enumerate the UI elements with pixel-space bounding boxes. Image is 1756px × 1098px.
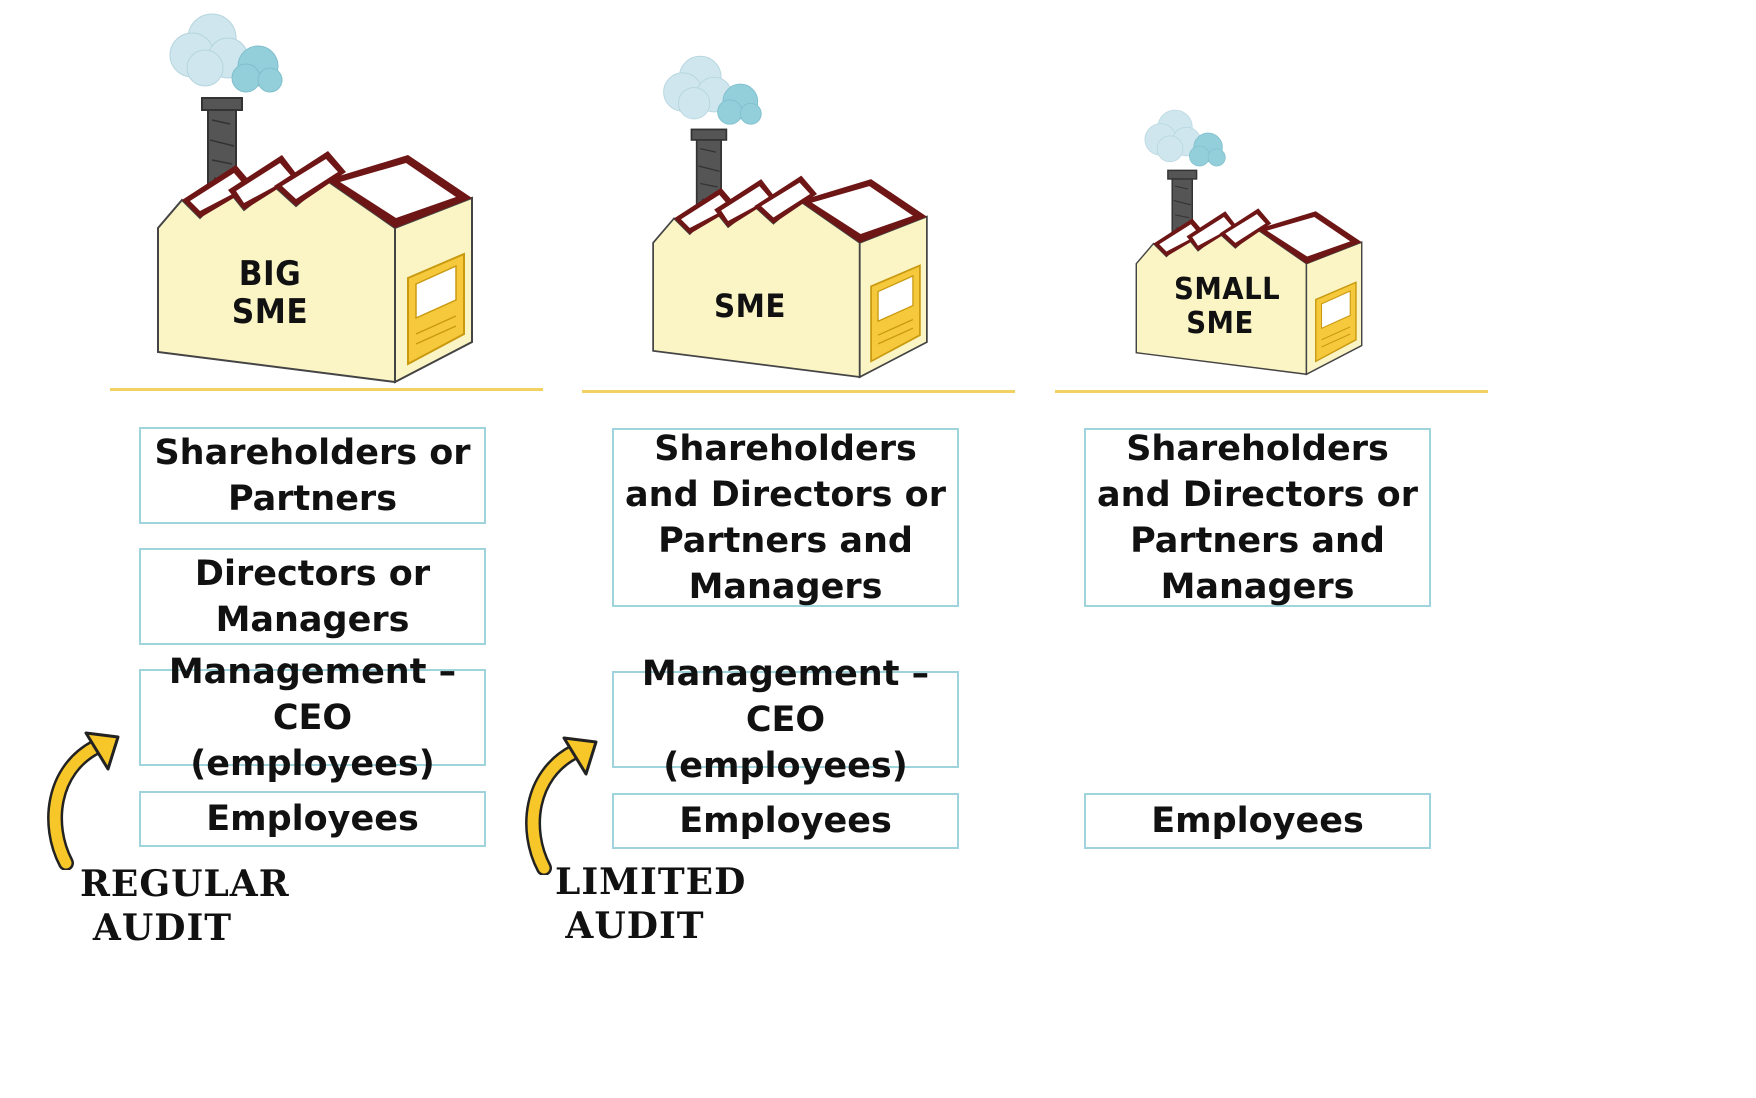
factory-big-sme: BIG SME [150, 0, 480, 390]
factory-sme: SME [645, 44, 935, 384]
factory-icon [157, 13, 473, 383]
column-divider [110, 388, 543, 391]
role-box: Management – CEO (employees) [612, 654, 959, 786]
role-box: Management – CEO (employees) [139, 652, 486, 784]
factory-label: SME [714, 287, 786, 325]
column-divider [582, 390, 1015, 393]
curved-arrow-icon [47, 731, 120, 870]
factory-icon [652, 55, 928, 378]
factory-label: SMALL SME [1174, 272, 1281, 341]
role-box: Directors or Managers [139, 548, 486, 645]
audit-label-regular: REGULAR AUDIT [80, 863, 290, 949]
audit-label-limited: LIMITED AUDIT [555, 861, 747, 947]
factory-small-sme: SMALL SME [1130, 100, 1368, 380]
role-box: Employees [1084, 793, 1431, 849]
role-box: Shareholders and Directors or Partners a… [612, 428, 959, 607]
factory-label: BIG SME [231, 254, 309, 333]
curved-arrow-icon [525, 736, 598, 875]
role-box: Employees [139, 791, 486, 847]
role-box: Employees [612, 793, 959, 849]
role-box: Shareholders or Partners [139, 427, 486, 524]
role-box: Shareholders and Directors or Partners a… [1084, 428, 1431, 607]
column-divider [1055, 390, 1488, 393]
